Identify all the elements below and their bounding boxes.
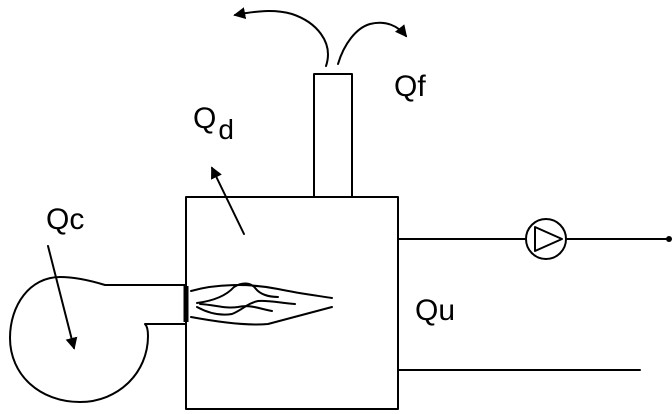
outlet-pipe-end [666, 236, 672, 242]
label-qc: Qc [46, 203, 84, 236]
dispersion-heat-arrow [211, 166, 245, 235]
label-qd-subscript: d [218, 114, 234, 145]
flame-lower [190, 306, 333, 326]
label-qd: Qd [193, 102, 234, 145]
flame-inner-upper [196, 282, 279, 304]
label-qf: Qf [394, 70, 426, 103]
pump-triangle [534, 226, 563, 252]
flame [190, 284, 333, 299]
burner-fan [9, 276, 187, 403]
label-qd-main: Q [193, 102, 216, 135]
flame-inner-middle [199, 303, 273, 312]
chimney [313, 73, 353, 198]
combustion-air-arrow [47, 245, 78, 350]
flame-inner-lower [196, 299, 296, 316]
label-qu: Qu [415, 294, 455, 327]
flue-gas-arrow-right [337, 21, 408, 65]
flue-gas-arrow-left [233, 7, 329, 67]
